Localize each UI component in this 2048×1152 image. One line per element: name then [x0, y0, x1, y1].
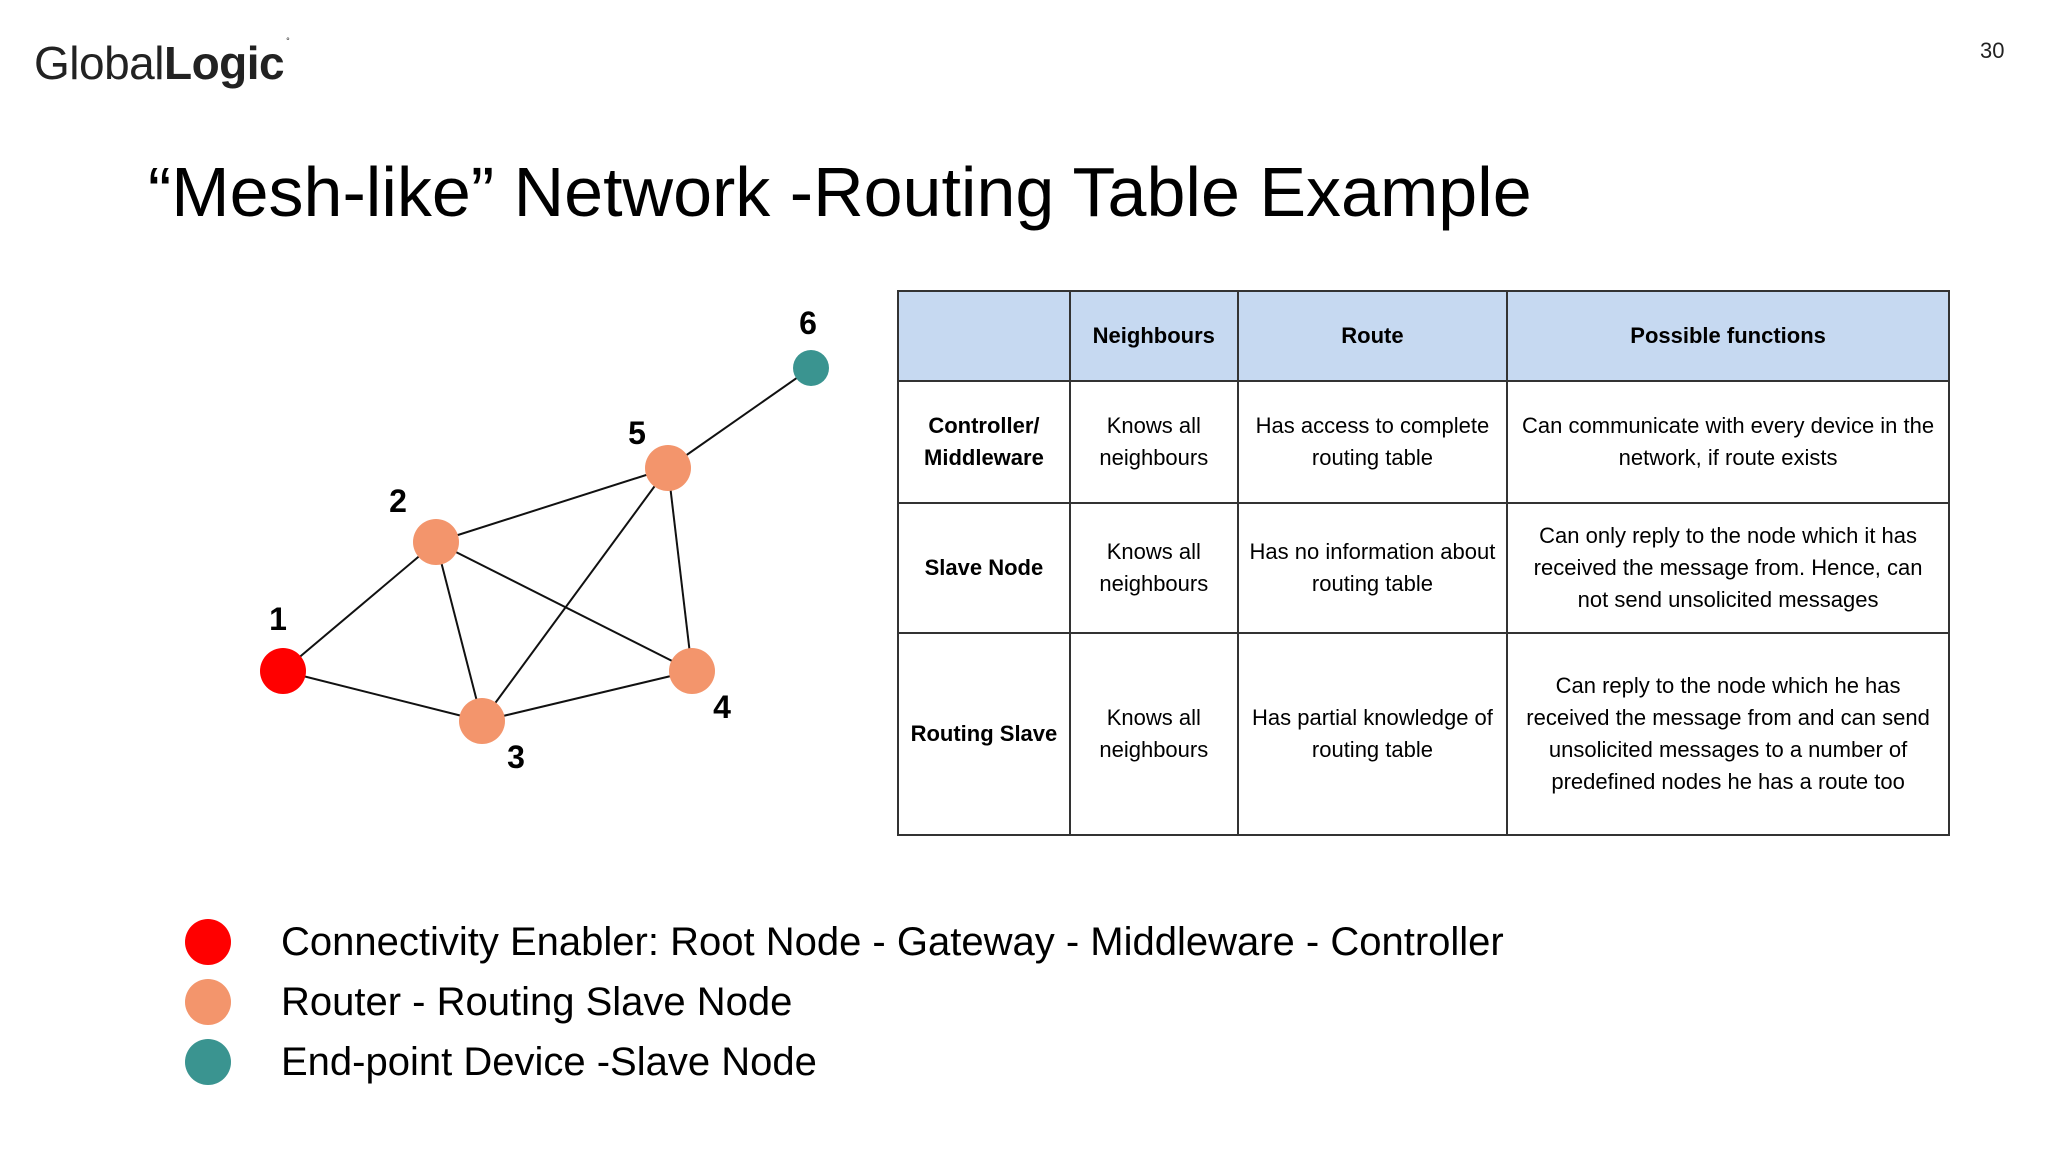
row-functions: Can communicate with every device in the… [1506, 380, 1950, 504]
header-route: Route [1236, 290, 1509, 382]
network-edges [282, 367, 812, 722]
row-neighbours: Knows all neighbours [1068, 632, 1239, 836]
globallogic-logo: GlobalLogic° [34, 36, 290, 90]
legend-item-router: Router - Routing Slave Node [185, 972, 1504, 1032]
node-1-root [260, 648, 306, 694]
row-functions: Can only reply to the node which it has … [1506, 502, 1950, 634]
node-label-4: 4 [713, 689, 731, 725]
node-label-5: 5 [628, 415, 646, 451]
edge-2-3 [435, 541, 483, 722]
row-route: Has partial knowledge of routing table [1236, 632, 1509, 836]
node-4-router [669, 648, 715, 694]
router-node-dot-icon [185, 979, 231, 1025]
node-label-1: 1 [269, 601, 287, 637]
header-empty [897, 290, 1071, 382]
edge-2-5 [435, 467, 669, 543]
node-label-6: 6 [799, 305, 817, 341]
slide-title: “Mesh-like” Network -Routing Table Examp… [148, 153, 1532, 231]
edge-5-6 [667, 367, 812, 469]
logo-text-bold: Logic [163, 37, 285, 89]
edge-1-3 [282, 670, 483, 722]
edge-2-4 [435, 541, 693, 672]
edge-1-2 [282, 541, 437, 672]
root-node-dot-icon [185, 919, 231, 965]
page-number: 30 [1980, 38, 2005, 63]
routing-table: Neighbours Route Possible functions Cont… [897, 290, 1950, 836]
table-row: Slave Node Knows all neighbours Has no i… [897, 502, 1950, 634]
row-neighbours: Knows all neighbours [1068, 380, 1239, 504]
node-label-2: 2 [389, 483, 407, 519]
legend-label: End-point Device -Slave Node [281, 1039, 817, 1084]
row-neighbours: Knows all neighbours [1068, 502, 1239, 634]
legend-label: Router - Routing Slave Node [281, 979, 793, 1024]
legend-item-endpoint: End-point Device -Slave Node [185, 1032, 1504, 1092]
row-route: Has no information about routing table [1236, 502, 1509, 634]
row-functions: Can reply to the node which he has recei… [1506, 632, 1950, 836]
node-2-router [413, 519, 459, 565]
node-6-endpoint [793, 350, 829, 386]
edge-3-5 [481, 467, 669, 722]
legend-item-root: Connectivity Enabler: Root Node - Gatewa… [185, 912, 1504, 972]
legend: Connectivity Enabler: Root Node - Gatewa… [185, 912, 1504, 1092]
edge-3-4 [481, 670, 693, 722]
logo-text-light: Global [34, 37, 164, 89]
mesh-network-diagram: 1 2 3 4 5 6 [260, 305, 829, 775]
header-neighbours: Neighbours [1068, 290, 1239, 382]
node-5-router [645, 445, 691, 491]
node-label-3: 3 [507, 739, 525, 775]
edge-4-5 [667, 467, 693, 672]
network-node-labels: 1 2 3 4 5 6 [269, 305, 817, 775]
row-route: Has access to complete routing table [1236, 380, 1509, 504]
table-header-row: Neighbours Route Possible functions [897, 290, 1950, 382]
row-role: Controller/ Middleware [897, 380, 1071, 504]
node-3-router [459, 698, 505, 744]
row-role: Routing Slave [897, 632, 1071, 836]
table-row: Controller/ Middleware Knows all neighbo… [897, 380, 1950, 504]
row-role: Slave Node [897, 502, 1071, 634]
network-nodes [260, 350, 829, 744]
table-row: Routing Slave Knows all neighbours Has p… [897, 632, 1950, 836]
endpoint-node-dot-icon [185, 1039, 231, 1085]
logo-mark: ° [286, 36, 290, 46]
header-possible-functions: Possible functions [1506, 290, 1950, 382]
legend-label: Connectivity Enabler: Root Node - Gatewa… [281, 919, 1504, 964]
